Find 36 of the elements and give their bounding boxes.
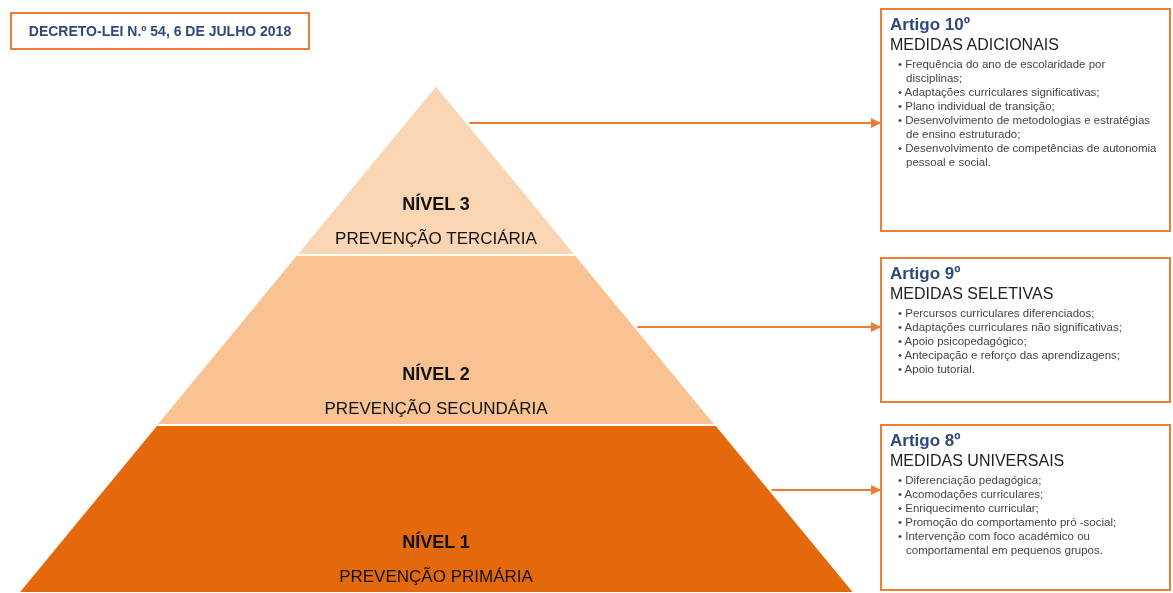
article-number: Artigo 9º [890, 263, 962, 284]
bullet-item: • Promoção do comportamento pró -social; [898, 515, 1118, 529]
article-box [880, 424, 1171, 591]
article-box [880, 8, 1171, 232]
bullet-item: • Desenvolvimento de metodologias e estratégias de ensino estruturado; [898, 113, 1152, 141]
bullet-item: • Diferenciação pedagógica; [898, 473, 1043, 487]
bullet-item: • Adaptações curriculares não significativas; [898, 320, 1123, 334]
article-box [880, 257, 1171, 403]
arrow [636, 322, 881, 332]
arrow [770, 485, 881, 495]
level-heading: NÍVEL 2 [402, 364, 470, 385]
article-number: Artigo 10º [890, 14, 971, 35]
bullet-item: • Enriquecimento curricular; [898, 501, 1040, 515]
bullet-item: • Desenvolvimento de competências de autonomia pessoal e social. [898, 141, 1158, 169]
measures-heading: MEDIDAS ADICIONAIS [890, 35, 1060, 55]
level-name: PREVENÇÃO TERCIÁRIA [335, 229, 537, 249]
bullet-item: • Plano individual de transição; [898, 99, 1056, 113]
bullet-item: • Antecipação e reforço das aprendizagens; [898, 348, 1122, 362]
level-heading: NÍVEL 3 [402, 194, 470, 215]
bullet-item: • Frequência do ano de escolaridade por disciplinas; [898, 57, 1107, 85]
bullet-item: • Percursos curriculares diferenciados; [898, 306, 1096, 320]
level-heading: NÍVEL 1 [402, 532, 470, 553]
measures-heading: MEDIDAS SELETIVAS [890, 284, 1055, 304]
bullet-item: • Apoio tutorial. [898, 362, 976, 376]
bullet-item: • Intervenção com foco académico ou comportamental em pequenos grupos. [898, 529, 1104, 557]
bullet-item: • Apoio psicopedagógico; [898, 334, 1028, 348]
pyramid-tier [17, 425, 855, 593]
arrow [468, 118, 881, 128]
title-box: DECRETO-LEI N.º 54, 6 DE JULHO 2018 [10, 12, 310, 50]
level-name: PREVENÇÃO SECUNDÁRIA [324, 399, 548, 419]
pyramid-tier [156, 255, 716, 425]
bullet-item: • Acomodações curriculares; [898, 487, 1045, 501]
measures-heading: MEDIDAS UNIVERSAIS [890, 451, 1066, 471]
bullet-item: • Adaptações curriculares significativas; [898, 85, 1101, 99]
article-number: Artigo 8º [890, 430, 962, 451]
level-name: PREVENÇÃO PRIMÁRIA [339, 567, 533, 587]
